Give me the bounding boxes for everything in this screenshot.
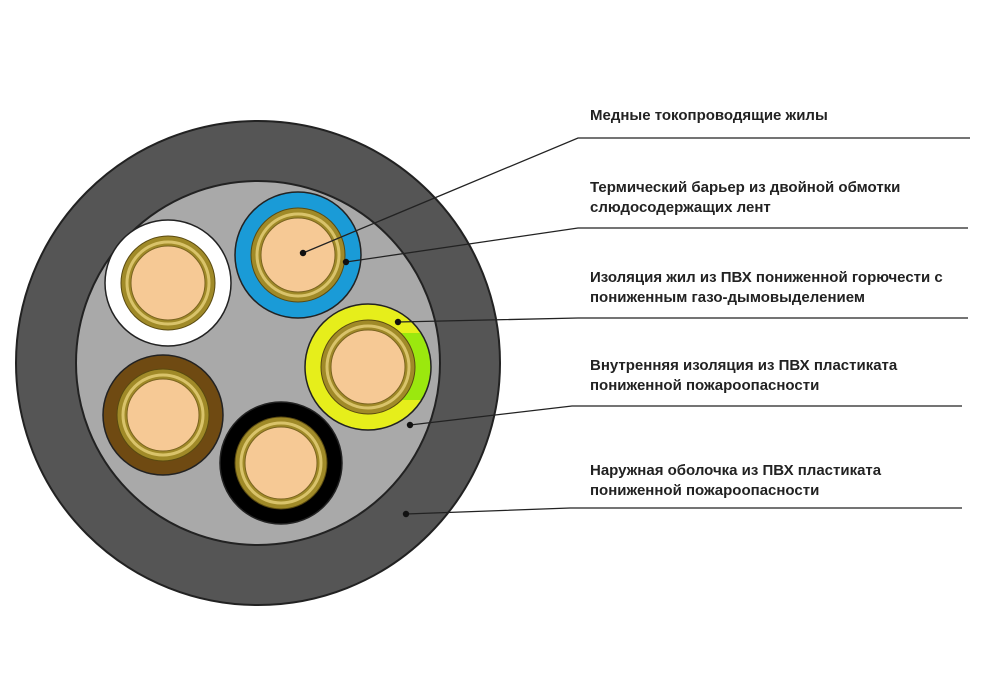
label-copper-cores: Медные токопроводящие жилы (590, 106, 828, 126)
core-white-copper (130, 245, 206, 321)
leader-dot-copper (299, 249, 307, 257)
core-blue-copper (260, 217, 336, 293)
label-core-insulation: Изоляция жил из ПВХ пониженной горючести… (590, 268, 943, 308)
leader-dot-insulation (394, 318, 402, 326)
core-yellow-green-copper (330, 329, 406, 405)
core-yellow-green (304, 303, 432, 431)
core-brown-copper (126, 378, 200, 452)
label-outer-sheath-line1: Наружная оболочка из ПВХ пластиката (590, 462, 882, 479)
core-white (104, 219, 232, 347)
label-inner-insulation-line1: Внутренняя изоляция из ПВХ пластиката (590, 357, 898, 374)
label-outer-sheath: Наружная оболочка из ПВХ пластиката пони… (590, 461, 881, 501)
label-core-insulation-line1: Изоляция жил из ПВХ пониженной горючести… (590, 269, 943, 286)
leader-dot-barrier (342, 258, 350, 266)
leader-line-insulation (397, 317, 968, 323)
core-blue (234, 191, 362, 319)
label-thermal-barrier: Термический барьер из двойной обмотки сл… (590, 178, 900, 218)
label-copper-cores-line1: Медные токопроводящие жилы (590, 107, 828, 124)
label-inner-insulation: Внутренняя изоляция из ПВХ пластиката по… (590, 356, 897, 396)
leader-line-outer (405, 507, 962, 515)
core-black (219, 401, 343, 525)
label-inner-insulation-line2: пониженной пожароопасности (590, 377, 820, 394)
label-outer-sheath-line2: пониженной пожароопасности (590, 482, 820, 499)
core-black-copper (244, 426, 318, 500)
leader-dot-outer (402, 510, 410, 518)
label-thermal-barrier-line2: слюдосодержащих лент (590, 199, 771, 216)
leader-line-copper (302, 137, 970, 254)
core-yellow-green-insulation (304, 303, 432, 431)
leader-line-barrier (345, 227, 968, 263)
label-core-insulation-line2: пониженным газо-дымовыделением (590, 289, 865, 306)
core-brown (102, 354, 224, 476)
label-thermal-barrier-line1: Термический барьер из двойной обмотки (590, 179, 901, 196)
leader-dot-inner (406, 421, 414, 429)
leader-line-inner (409, 405, 962, 426)
